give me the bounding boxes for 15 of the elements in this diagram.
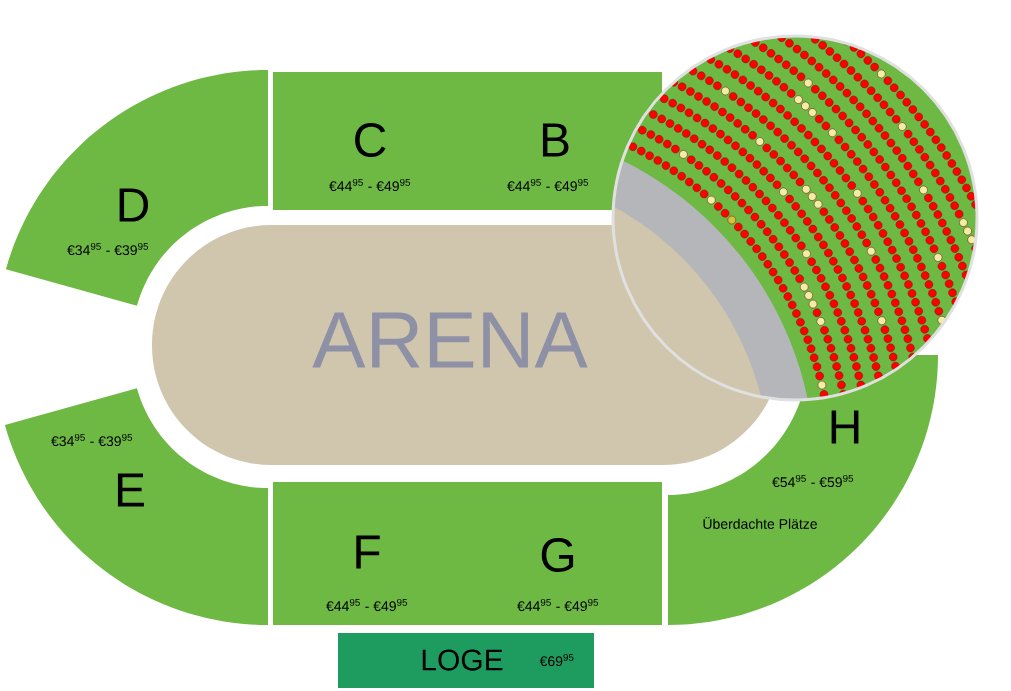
node-label: F [356, 535, 380, 569]
node-label: B [542, 123, 569, 157]
seating-section: F €44$^{95}$ - €49$^{95}$ [273, 482, 468, 625]
node-label: €44$^{95}$ - €49$^{95}$ [507, 178, 589, 192]
node-label: C [355, 123, 386, 157]
node-label: G [541, 538, 574, 572]
seating-section: G €44$^{95}$ - €49$^{95}$ [468, 482, 662, 625]
seating-section: €34$^{95}$ - €39$^{95}$ E [4, 388, 268, 625]
seating-section: H €54$^{95}$ - €59$^{95}$ Überdachte Plätze [668, 355, 938, 625]
node-label: €44$^{95}$ - €49$^{95}$ [517, 598, 599, 612]
node-label: €44$^{95}$ - €49$^{95}$ [329, 178, 411, 192]
node-label: €44$^{95}$ - €49$^{95}$ [326, 598, 408, 612]
seating-section: C €44$^{95}$ - €49$^{95}$ [273, 72, 468, 210]
seating-section: D €34$^{95}$ - €39$^{95}$ [5, 70, 268, 306]
seating-section: LOGE €69$^{95}$ [338, 633, 594, 688]
